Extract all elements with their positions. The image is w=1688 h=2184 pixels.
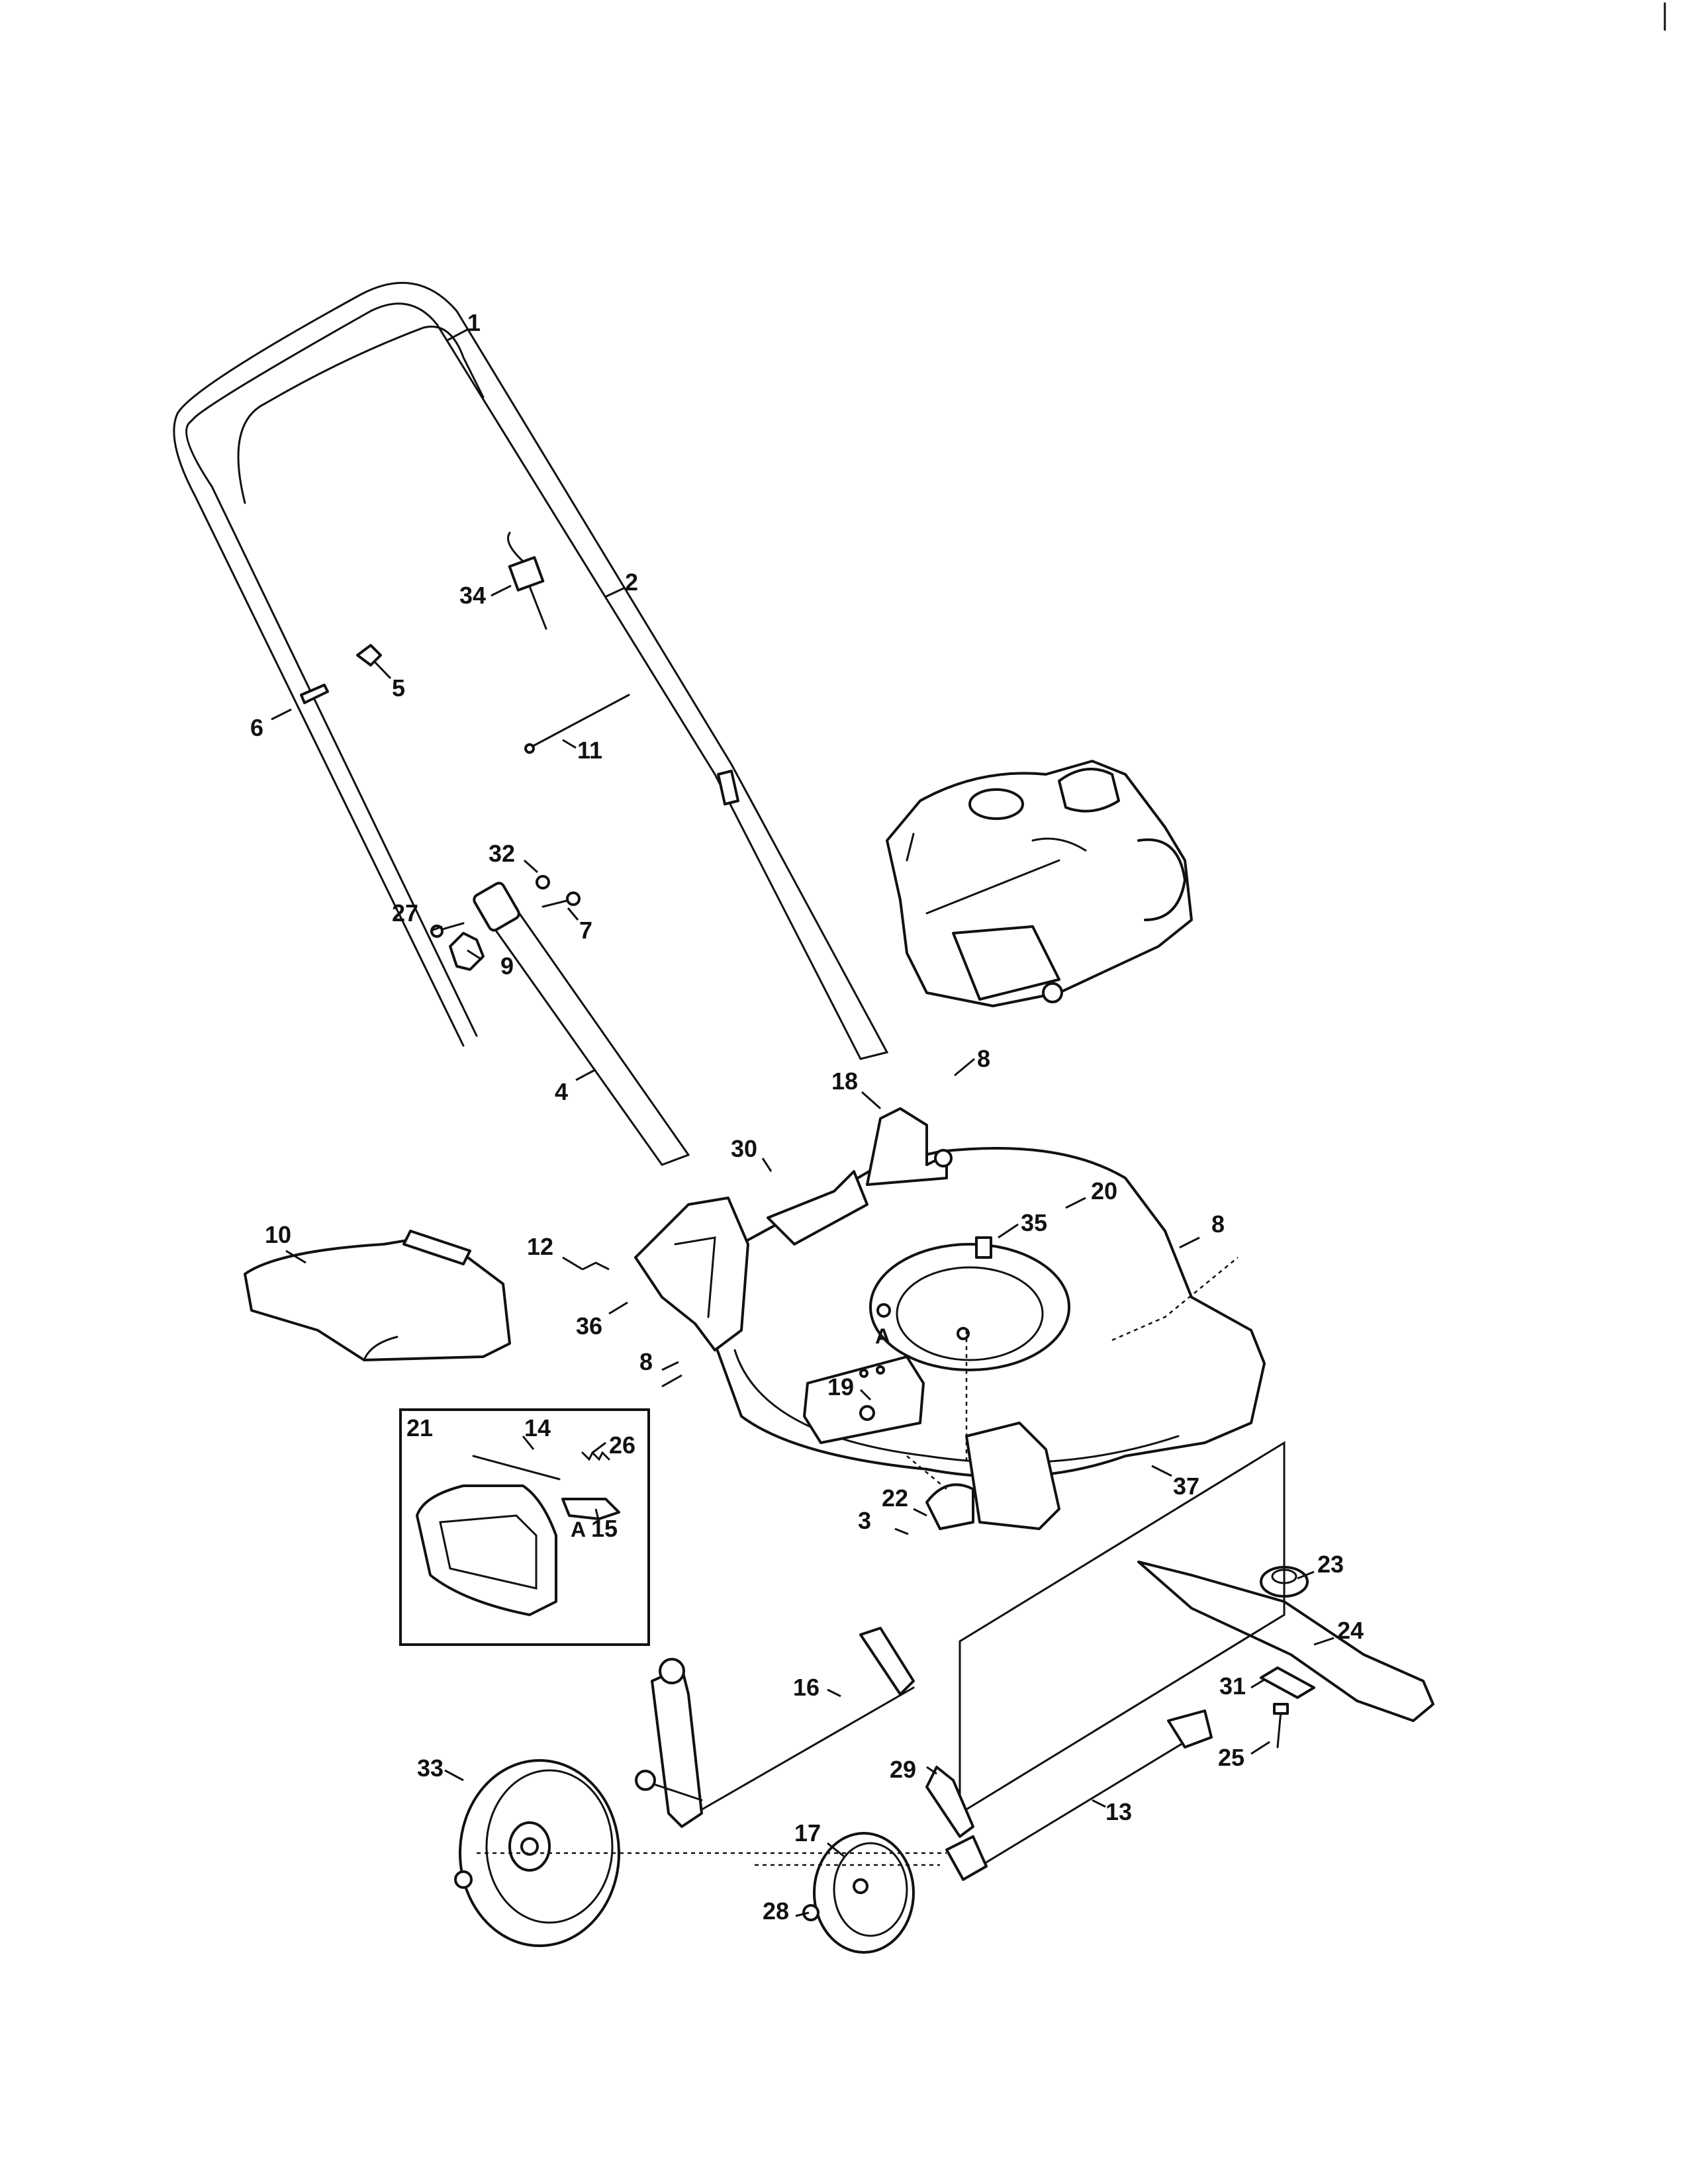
grass-bag xyxy=(244,1230,511,1361)
rear-wheel xyxy=(454,1759,620,1947)
callout-10: 10 xyxy=(265,1221,291,1248)
callout-22: 22 xyxy=(882,1484,908,1512)
callout-28: 28 xyxy=(763,1897,789,1925)
callout-8-top: 8 xyxy=(977,1045,990,1072)
inset-mulch-plug xyxy=(399,1408,650,1646)
callout-11: 11 xyxy=(577,737,602,764)
callout-4: 4 xyxy=(555,1078,568,1105)
handle-hardware xyxy=(300,531,739,971)
callout-6: 6 xyxy=(250,714,263,741)
callout-29: 29 xyxy=(890,1756,916,1783)
leader-lines xyxy=(271,328,1335,1917)
callout-14: 14 xyxy=(524,1414,551,1441)
callout-19: 19 xyxy=(827,1373,854,1400)
reference-letter-inset: A xyxy=(571,1518,586,1541)
front-wheel xyxy=(802,1832,915,1954)
callout-27: 27 xyxy=(392,899,418,927)
callout-2: 2 xyxy=(625,569,638,596)
mower-deck xyxy=(634,1107,1266,1530)
callout-32: 32 xyxy=(489,840,515,867)
callout-31: 31 xyxy=(1219,1672,1246,1700)
callout-15: 15 xyxy=(591,1515,618,1542)
callout-33: 33 xyxy=(417,1754,444,1782)
callout-8-right: 8 xyxy=(1211,1210,1225,1238)
front-axle xyxy=(925,1709,1213,1881)
callout-35: 35 xyxy=(1021,1209,1047,1236)
lower-handle xyxy=(475,763,889,1166)
callout-23: 23 xyxy=(1317,1551,1344,1578)
callout-12: 12 xyxy=(527,1233,553,1260)
callout-13: 13 xyxy=(1105,1798,1132,1825)
engine xyxy=(886,760,1193,1007)
reference-letter-deck: A xyxy=(875,1324,890,1348)
blade-reference-frame xyxy=(959,1441,1286,1815)
upper-handle xyxy=(173,282,733,1047)
callout-9: 9 xyxy=(500,952,514,979)
callout-5: 5 xyxy=(392,674,405,702)
callout-30: 30 xyxy=(731,1135,757,1162)
callout-37: 37 xyxy=(1173,1473,1199,1500)
callout-8-left: 8 xyxy=(639,1348,653,1375)
callout-17: 17 xyxy=(794,1819,821,1846)
callout-34: 34 xyxy=(459,582,486,609)
inset-21-title: 21 xyxy=(406,1414,433,1441)
callout-16: 16 xyxy=(793,1674,820,1701)
callout-3: 3 xyxy=(858,1507,871,1534)
callout-26: 26 xyxy=(609,1432,635,1459)
callout-7: 7 xyxy=(579,917,592,944)
callout-labels: 1 2 3 4 5 6 7 8 8 8 9 10 11 12 13 14 15 … xyxy=(250,309,1364,1925)
callout-1: 1 xyxy=(467,309,481,336)
callout-36: 36 xyxy=(576,1312,602,1340)
callout-20: 20 xyxy=(1091,1177,1117,1205)
callout-25: 25 xyxy=(1218,1744,1244,1771)
rear-axle xyxy=(635,1627,915,1828)
callout-24: 24 xyxy=(1337,1617,1364,1644)
callout-18: 18 xyxy=(831,1068,858,1095)
